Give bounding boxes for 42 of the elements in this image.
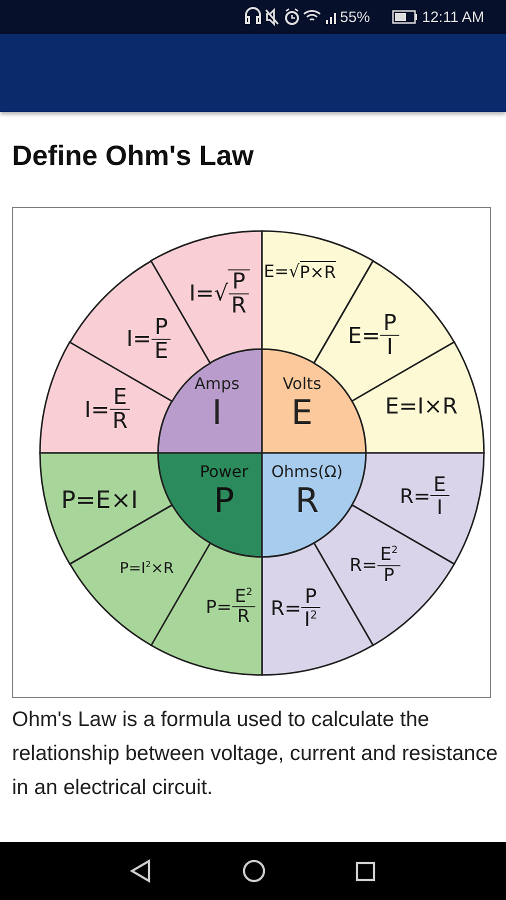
numerator: P <box>152 316 171 340</box>
formula-text: P=I$^{2}$×R <box>120 559 174 578</box>
quantity-name: Ohms(Ω) <box>271 464 343 480</box>
numerator: E <box>430 474 449 496</box>
page-heading: Define Ohm's Law <box>12 140 254 172</box>
radicand: P×R <box>300 261 336 284</box>
formula-text: I=√ <box>189 281 228 306</box>
denominator: R <box>230 294 248 318</box>
formula-text: I= <box>84 398 110 423</box>
formula-text: E=I×R <box>385 394 458 420</box>
denominator: I <box>386 336 394 360</box>
formula-text: R= <box>350 556 378 577</box>
numerator: P <box>380 312 400 336</box>
quantity-symbol: I <box>212 396 222 430</box>
denominator: I$^{2}$ <box>303 608 318 630</box>
denominator: I <box>436 496 444 518</box>
formula-text: E= <box>348 324 380 349</box>
numerator: E <box>110 386 130 410</box>
formula-text: P= <box>206 597 232 618</box>
denominator: E <box>153 340 170 364</box>
body-paragraph: Ohm's Law is a formula used to calculate the relationship between voltage, current and resistance in an electrical circuit. <box>12 707 498 801</box>
formula-text: P=E×I <box>61 486 138 514</box>
quantity-name: Amps <box>194 376 240 392</box>
formula-text: R= <box>270 596 302 620</box>
denominator: P <box>382 566 396 586</box>
quantity-symbol: R <box>295 484 319 518</box>
denominator: R <box>111 410 129 434</box>
battery-level: 55% <box>340 9 370 26</box>
quantity-symbol: P <box>214 484 234 518</box>
quantity-name: Volts <box>282 376 322 392</box>
numerator: E$^{2}$ <box>232 588 256 608</box>
numerator: E$^{2}$ <box>377 546 401 566</box>
formula-text: I= <box>126 327 152 352</box>
formula-text: E=√ <box>264 262 300 282</box>
formula-text: R= <box>400 484 430 508</box>
quantity-symbol: E <box>291 396 313 430</box>
app-bar <box>0 34 506 112</box>
clock-time: 12:11 AM <box>422 9 484 26</box>
quantity-name: Power <box>200 464 248 480</box>
numerator: P <box>302 586 320 608</box>
numerator: P <box>229 270 248 294</box>
denominator: R <box>236 608 251 628</box>
